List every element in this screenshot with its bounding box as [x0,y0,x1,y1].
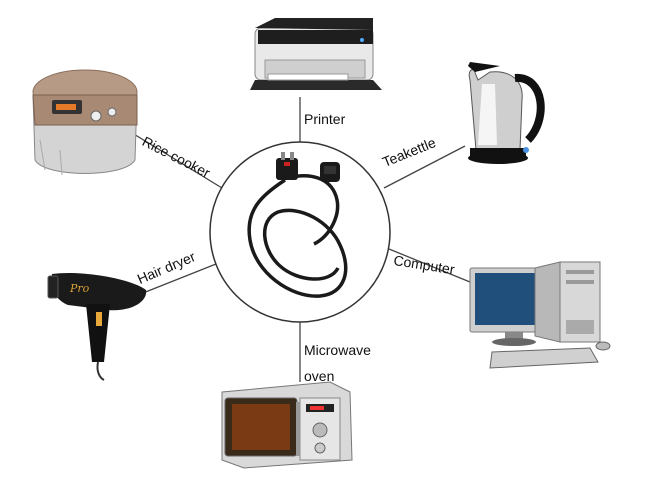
connector-hair-dryer [137,263,217,296]
svg-text:Pro: Pro [69,282,90,295]
connector-rice-cooker [123,127,223,189]
connector-computer [388,248,471,283]
teakettle-icon [468,62,545,164]
computer-icon [469,261,611,369]
connectors [123,97,471,382]
label-microwave-line2: oven [304,368,335,384]
microwave-icon [221,381,353,469]
label-printer: Printer [304,111,346,127]
label-microwave-line1: Microwave [304,342,371,358]
hair-dryer-icon: Pro [47,272,147,381]
connector-teakettle [383,145,466,189]
power-cord-icon [247,152,348,298]
rice-cooker-icon [32,69,138,176]
printer-icon [250,18,382,90]
